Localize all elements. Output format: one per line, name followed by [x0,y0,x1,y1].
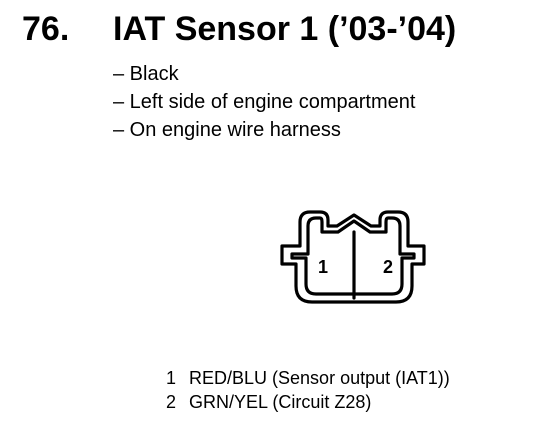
pin-wire-description: RED/BLU (Sensor output (IAT1)) [189,368,450,388]
pinout-row: 1 RED/BLU (Sensor output (IAT1)) [166,366,450,390]
section-number: 76. [22,10,70,48]
location-details: – Black – Left side of engine compartmen… [113,60,415,144]
detail-location: – Left side of engine compartment [113,91,416,113]
pin-number: 1 [166,368,177,388]
pinout-list: 1 RED/BLU (Sensor output (IAT1)) 2 GRN/Y… [166,366,450,414]
sensor-heading: 76. IAT Sensor 1 (’03-’04) [0,6,560,52]
pin-1-label: 1 [318,257,328,277]
pinout-row: 2 GRN/YEL (Circuit Z28) [166,390,450,414]
pin-number: 2 [166,392,177,412]
detail-color: – Black [113,63,179,85]
connector-face-icon: 1 2 [280,210,426,304]
detail-harness: – On engine wire harness [113,119,341,141]
sensor-title: IAT Sensor 1 (’03-’04) [113,10,457,48]
connector-diagram: 1 2 [262,204,444,316]
pin-2-label: 2 [383,257,393,277]
pin-wire-description: GRN/YEL (Circuit Z28) [189,392,372,412]
